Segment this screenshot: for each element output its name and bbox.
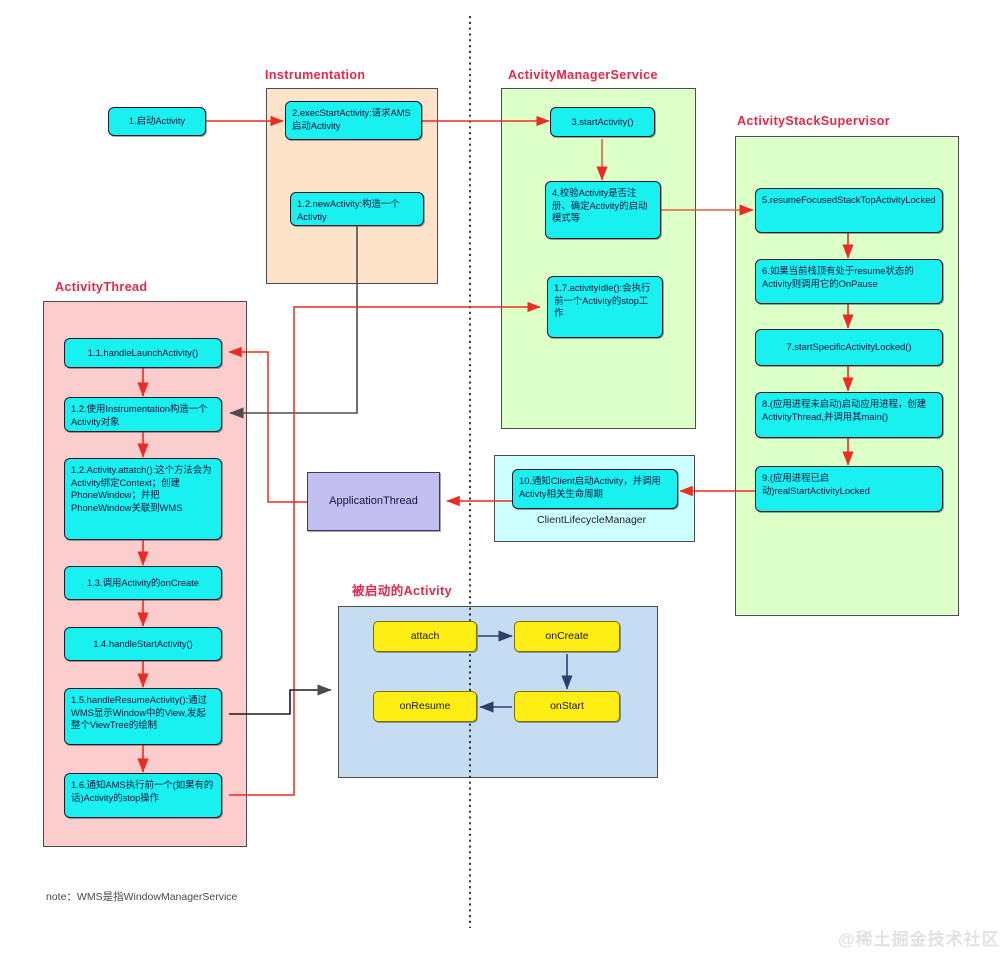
- node-lifecycle-attach[interactable]: attach: [373, 621, 477, 652]
- node-start-specific-activity[interactable]: 7.startSpecificActivityLocked(): [755, 329, 943, 366]
- node-handle-launch-activity[interactable]: 1.1.handleLaunchActivity(): [64, 338, 222, 368]
- group-label-activity-manager-service: ActivityManagerService: [508, 68, 658, 82]
- node-start-process[interactable]: 8.(应用进程未启动)启动应用进程，创建ActivityThread,并调用其m…: [755, 392, 943, 438]
- footer-note: note：WMS是指WindowManagerService: [46, 891, 238, 903]
- node-call-oncreate[interactable]: 1.3.调用Activity的onCreate: [64, 566, 222, 600]
- node-resume-focused-stack[interactable]: 5.resumeFocusedStackTopActivityLocked: [755, 188, 943, 233]
- node-lifecycle-onresume[interactable]: onResume: [373, 691, 477, 722]
- node-activity-attach[interactable]: 1.2.Activity.attatch():这个方法会为Activity绑定C…: [64, 458, 222, 540]
- node-start-activity-ams[interactable]: 3.startActivity(): [550, 107, 655, 137]
- node-notify-ams-stop[interactable]: 1.6.通知AMS执行前一个(如果有的话)Activity的stop操作: [64, 773, 222, 818]
- node-lifecycle-onstart[interactable]: onStart: [514, 691, 620, 722]
- node-pause-top-activity[interactable]: 6.如果当前栈顶有处于resume状态的Activity则调用它的OnPause: [755, 259, 943, 304]
- node-application-thread[interactable]: ApplicationThread: [307, 472, 440, 531]
- group-label-instrumentation: Instrumentation: [265, 68, 366, 82]
- group-activity-manager-service: [501, 88, 696, 429]
- client-lifecycle-manager-caption: ClientLifecycleManager: [537, 514, 647, 526]
- group-label-activity-stack-supervisor: ActivityStackSupervisor: [737, 114, 891, 128]
- node-notify-client[interactable]: 10.通知Client启动Activity，并调用Activty相关生命周期: [512, 469, 678, 509]
- node-start-activity[interactable]: 1.启动Activity: [108, 107, 206, 136]
- node-verify-activity[interactable]: 4.校验Activity是否注册、确定Activity的启动模式等: [545, 181, 661, 239]
- node-handle-resume-activity[interactable]: 1.5.handleResumeActivity():通过WMS显示Window…: [64, 688, 222, 745]
- node-handle-start-activity[interactable]: 1.4.handleStartActivity(): [64, 627, 222, 661]
- node-real-start-activity[interactable]: 9.(应用进程已启动)realStartActivityLocked: [755, 466, 943, 512]
- node-exec-start-activity[interactable]: 2.execStartActivity:请求AMS启动Activity: [285, 101, 422, 140]
- node-use-instrumentation[interactable]: 1.2.使用Instrumentation构造一个Activity对象: [64, 397, 222, 432]
- group-label-activity-thread: ActivityThread: [55, 280, 148, 294]
- node-activity-idle[interactable]: 1.7.activityIdle():会执行前一个Activity的stop工作: [547, 276, 663, 338]
- group-label-started-activity: 被启动的Activity: [352, 584, 452, 598]
- watermark: @稀土掘金技术社区: [838, 930, 1000, 949]
- node-lifecycle-oncreate[interactable]: onCreate: [514, 621, 620, 652]
- node-new-activity[interactable]: 1.2.newActivity:构造一个Activtiy: [290, 192, 424, 226]
